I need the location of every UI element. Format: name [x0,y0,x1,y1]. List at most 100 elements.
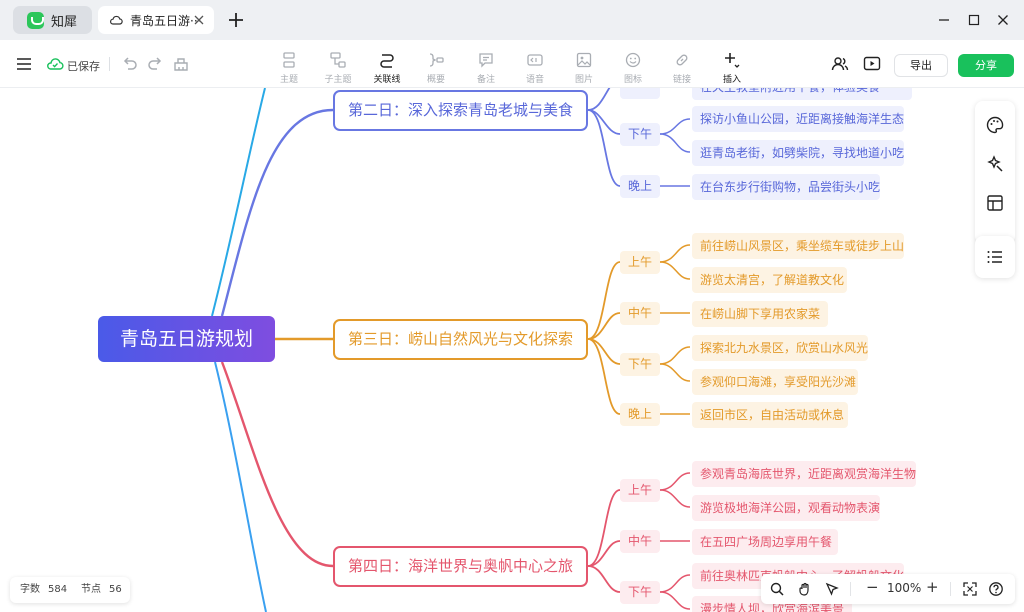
leaf-day4-morning-2[interactable]: 游览极地海洋公园，观看动物表演 [692,495,880,521]
tool-topic[interactable]: 主题 [269,48,309,85]
time-day2-noon-partial[interactable] [620,88,660,99]
word-count-value: 584 [48,584,68,595]
tool-relation-line[interactable]: 关联线 [367,48,407,85]
branch-day2[interactable]: 第二日：深入探索青岛老城与美食 [333,90,588,131]
new-tab-icon[interactable] [226,10,246,30]
leaf-day2-evening-1[interactable]: 在台东步行街购物，品尝街头小吃 [692,174,880,200]
zoom-in-button[interactable]: + [926,578,939,596]
time-day3-noon[interactable]: 中午 [620,302,660,325]
fit-screen-icon[interactable] [962,581,978,597]
voice-icon [527,54,543,66]
tool-summary[interactable]: 概要 [416,48,456,85]
zoom-divider [850,582,851,596]
leaf-day2-afternoon-2[interactable]: 逛青岛老街，如劈柴院，寻找地道小吃 [692,140,904,166]
root-topic[interactable]: 青岛五日游规划 [98,316,275,362]
tool-link[interactable]: 链接 [662,48,702,85]
tool-topic-label: 主题 [279,75,298,85]
relation-line-icon [380,54,394,68]
cloud-icon [110,15,123,25]
maximize-icon[interactable] [966,12,982,28]
time-day4-afternoon[interactable]: 下午 [620,581,660,604]
export-button[interactable]: 导出 [894,54,948,77]
link-icon [676,54,688,66]
mindmap-canvas[interactable]: 青岛五日游规划 在天主教堂附近用午餐，体验美食 第二日：深入探索青岛老城与美食 … [0,88,1024,612]
outline-list-icon[interactable] [985,247,1005,267]
tool-emoji-label: 图标 [623,75,642,85]
minimize-icon[interactable] [936,12,952,28]
subtopic-icon [330,52,346,68]
tool-image-label: 图片 [574,75,593,85]
leaf-day4-noon-1[interactable]: 在五四广场周边享用午餐 [692,529,838,555]
leaf-day3-morning-1[interactable]: 前往崂山风景区，乘坐缆车或徒步上山 [692,233,904,259]
branch-day3[interactable]: 第三日：崂山自然风光与文化探索 [333,319,588,360]
leaf-day3-afternoon-2[interactable]: 参观仰口海滩，享受阳光沙滩 [692,369,858,395]
title-bar: 知犀 青岛五日游··· [0,0,1024,40]
layout-icon[interactable] [985,193,1005,213]
document-tab-title: 青岛五日游··· [130,13,202,28]
outline-panel [975,236,1015,278]
tool-emoji[interactable]: 图标 [613,48,653,85]
document-tab[interactable]: 青岛五日游··· [98,6,214,34]
tool-insert-label: 插入 [722,75,741,85]
toolbar-divider [109,57,110,71]
leaf-day2-afternoon-1[interactable]: 探访小鱼山公园，近距离接触海洋生态 [692,106,904,132]
time-day2-afternoon[interactable]: 下午 [620,123,660,146]
leaf-day3-evening-1[interactable]: 返回市区，自由活动或休息 [692,402,848,428]
word-count-label: 字数 [20,584,40,595]
zoom-out-button[interactable]: − [866,578,879,596]
tool-note-label: 备注 [476,75,495,85]
app-home-tab[interactable]: 知犀 [13,6,92,34]
time-day3-evening[interactable]: 晚上 [620,403,660,426]
tool-summary-label: 概要 [426,75,445,85]
collaborators-icon[interactable] [830,54,850,74]
zoom-level: 100% [887,581,922,595]
menu-icon[interactable] [14,54,34,74]
pointer-icon[interactable] [824,581,840,597]
tool-image[interactable]: 图片 [564,48,604,85]
search-icon[interactable] [769,581,785,597]
node-count-value: 56 [109,584,122,595]
image-icon [576,52,592,68]
zoom-toolbar [761,574,1015,604]
node-count-label: 节点 [81,584,101,595]
undo-icon[interactable] [120,54,140,74]
leaf-day3-noon-1[interactable]: 在崂山脚下享用农家菜 [692,301,828,327]
tool-insert[interactable]: 插入 [712,48,752,85]
time-day3-afternoon[interactable]: 下午 [620,353,660,376]
tool-relation-line-label: 关联线 [373,75,401,85]
style-side-panel [975,101,1015,244]
format-painter-icon[interactable] [171,54,191,74]
leaf-day3-morning-2[interactable]: 游览太清宫，了解道教文化 [692,267,847,293]
help-icon[interactable] [988,581,1004,597]
topic-icon [283,52,295,68]
close-icon[interactable] [995,12,1011,28]
zoom-divider-2 [950,582,951,596]
emoji-icon [625,52,641,68]
leaf-day3-afternoon-1[interactable]: 探索北九水景区，欣赏山水风光 [692,335,868,361]
summary-icon [429,53,444,67]
share-button[interactable]: 分享 [958,54,1014,77]
time-day4-morning[interactable]: 上午 [620,479,660,502]
leaf-day4-morning-1[interactable]: 参观青岛海底世界，近距离观赏海洋生物 [692,461,916,487]
leaf-day2-top-partial[interactable]: 在天主教堂附近用午餐，体验美食 [692,88,912,100]
connector-lines [211,88,691,612]
tool-subtopic[interactable]: 子主题 [318,48,358,85]
time-day3-morning[interactable]: 上午 [620,251,660,274]
toolbar: 已保存 主题 子主题 关联线 概要 备注 语音 图片 图标 链接 插入 [0,40,1024,88]
tab-close-icon[interactable] [192,13,206,27]
present-icon[interactable] [862,54,882,74]
note-icon [479,53,493,68]
time-day4-noon[interactable]: 中午 [620,530,660,553]
magic-style-icon[interactable] [985,154,1005,174]
tool-voice[interactable]: 语音 [515,48,555,85]
tool-subtopic-label: 子主题 [324,75,352,85]
branch-day4[interactable]: 第四日：海洋世界与奥帆中心之旅 [333,546,588,587]
tool-note[interactable]: 备注 [466,48,506,85]
palette-icon[interactable] [985,115,1005,135]
redo-icon[interactable] [145,54,165,74]
insert-icon [725,53,740,68]
cloud-saved-icon [47,58,64,70]
app-name: 知犀 [51,14,78,30]
time-day2-evening[interactable]: 晚上 [620,175,660,198]
hand-pan-icon[interactable] [797,581,813,597]
